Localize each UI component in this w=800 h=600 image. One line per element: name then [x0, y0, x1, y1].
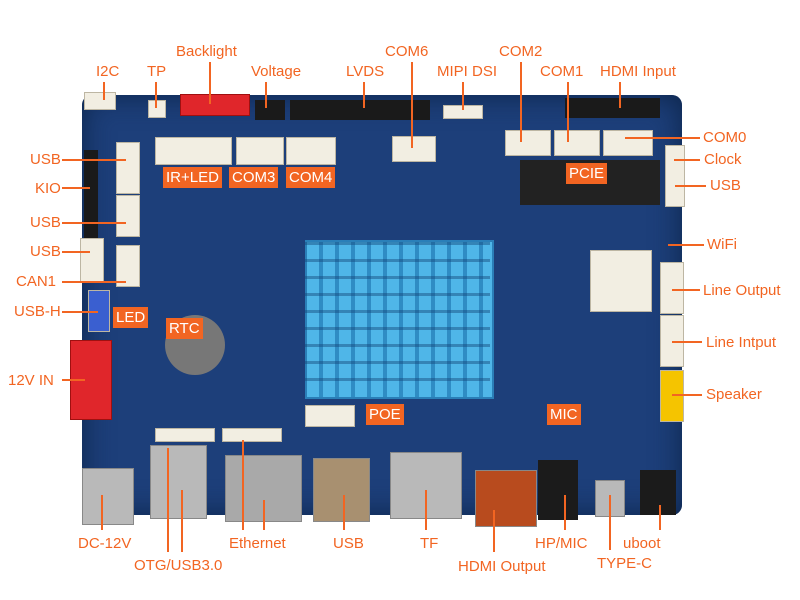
- usb3-port: [150, 445, 207, 519]
- label-com1: COM1: [540, 63, 584, 80]
- usb-connector: [116, 142, 140, 194]
- label-kio: KIO: [35, 180, 61, 197]
- i2c-connector: [84, 92, 116, 110]
- label-ethernet: Ethernet: [229, 535, 286, 552]
- eth-connector: [222, 428, 282, 442]
- label-com0: COM0: [703, 129, 747, 146]
- label-mic: MIC: [547, 404, 581, 425]
- com3-connector: [236, 137, 284, 165]
- hp-mic-jack: [538, 460, 578, 520]
- backlight-connector: [180, 94, 250, 116]
- poe-connector: [305, 405, 355, 427]
- power-in-connector: [70, 340, 112, 420]
- label-ir-led: IR+LED: [163, 167, 222, 188]
- label-dc-12v: DC-12V: [78, 535, 132, 552]
- label-uboot: uboot: [623, 535, 661, 552]
- label-usb-left-2: USB: [30, 214, 61, 231]
- label-lvds: LVDS: [346, 63, 385, 80]
- label-mipi-dsi: MIPI DSI: [437, 63, 498, 80]
- label-wifi: WiFi: [707, 236, 737, 253]
- label-com6: COM6: [385, 43, 429, 60]
- label-line-input: Line Intput: [706, 334, 777, 351]
- wifi-module: [590, 250, 652, 312]
- com4-connector: [286, 137, 336, 165]
- com1-connector: [554, 130, 600, 156]
- label-usb-h: USB-H: [14, 303, 61, 320]
- label-i2c: I2C: [96, 63, 120, 80]
- line-output-connector: [660, 262, 684, 314]
- label-poe: POE: [366, 404, 404, 425]
- label-com4: COM4: [286, 167, 336, 188]
- label-tf: TF: [420, 535, 439, 552]
- hdmi-output-port: [475, 470, 537, 527]
- label-led: LED: [113, 307, 149, 328]
- label-can1: CAN1: [16, 273, 57, 290]
- label-12v-in: 12V IN: [8, 372, 54, 389]
- label-usb-bottom: USB: [333, 535, 364, 552]
- usb-connector: [116, 245, 140, 287]
- can1-connector: [80, 238, 104, 282]
- label-type-c: TYPE-C: [597, 555, 653, 572]
- label-rtc: RTC: [166, 318, 203, 339]
- kio-header: [84, 150, 98, 260]
- label-usb-left-3: USB: [30, 243, 61, 260]
- label-line-output: Line Output: [703, 282, 781, 299]
- com2-connector: [505, 130, 551, 156]
- label-tp: TP: [147, 63, 167, 80]
- label-speaker: Speaker: [706, 386, 762, 403]
- lvds-header: [290, 100, 430, 120]
- label-usb-left-1: USB: [30, 151, 61, 168]
- usb-connector: [116, 195, 140, 237]
- uboot-button: [640, 470, 676, 515]
- dc-jack: [82, 468, 134, 525]
- com0-connector: [603, 130, 653, 156]
- com6-connector: [392, 136, 436, 162]
- otg-connector: [155, 428, 215, 442]
- label-pcie: PCIE: [566, 163, 608, 184]
- label-hdmi-output: HDMI Output: [458, 558, 546, 575]
- label-voltage: Voltage: [251, 63, 302, 80]
- label-hdmi-input: HDMI Input: [600, 63, 676, 80]
- label-com2: COM2: [499, 43, 543, 60]
- usb-port: [313, 458, 370, 522]
- label-usb-right: USB: [710, 177, 741, 194]
- label-backlight: Backlight: [176, 43, 237, 60]
- heatsink: [305, 240, 494, 399]
- ir-led-connector: [155, 137, 232, 165]
- label-hp-mic: HP/MIC: [535, 535, 588, 552]
- label-com3: COM3: [229, 167, 279, 188]
- hdmi-input-header: [565, 98, 660, 118]
- label-otg-usb3: OTG/USB3.0: [134, 557, 223, 574]
- voltage-header: [255, 100, 285, 120]
- label-clock: Clock: [704, 151, 742, 168]
